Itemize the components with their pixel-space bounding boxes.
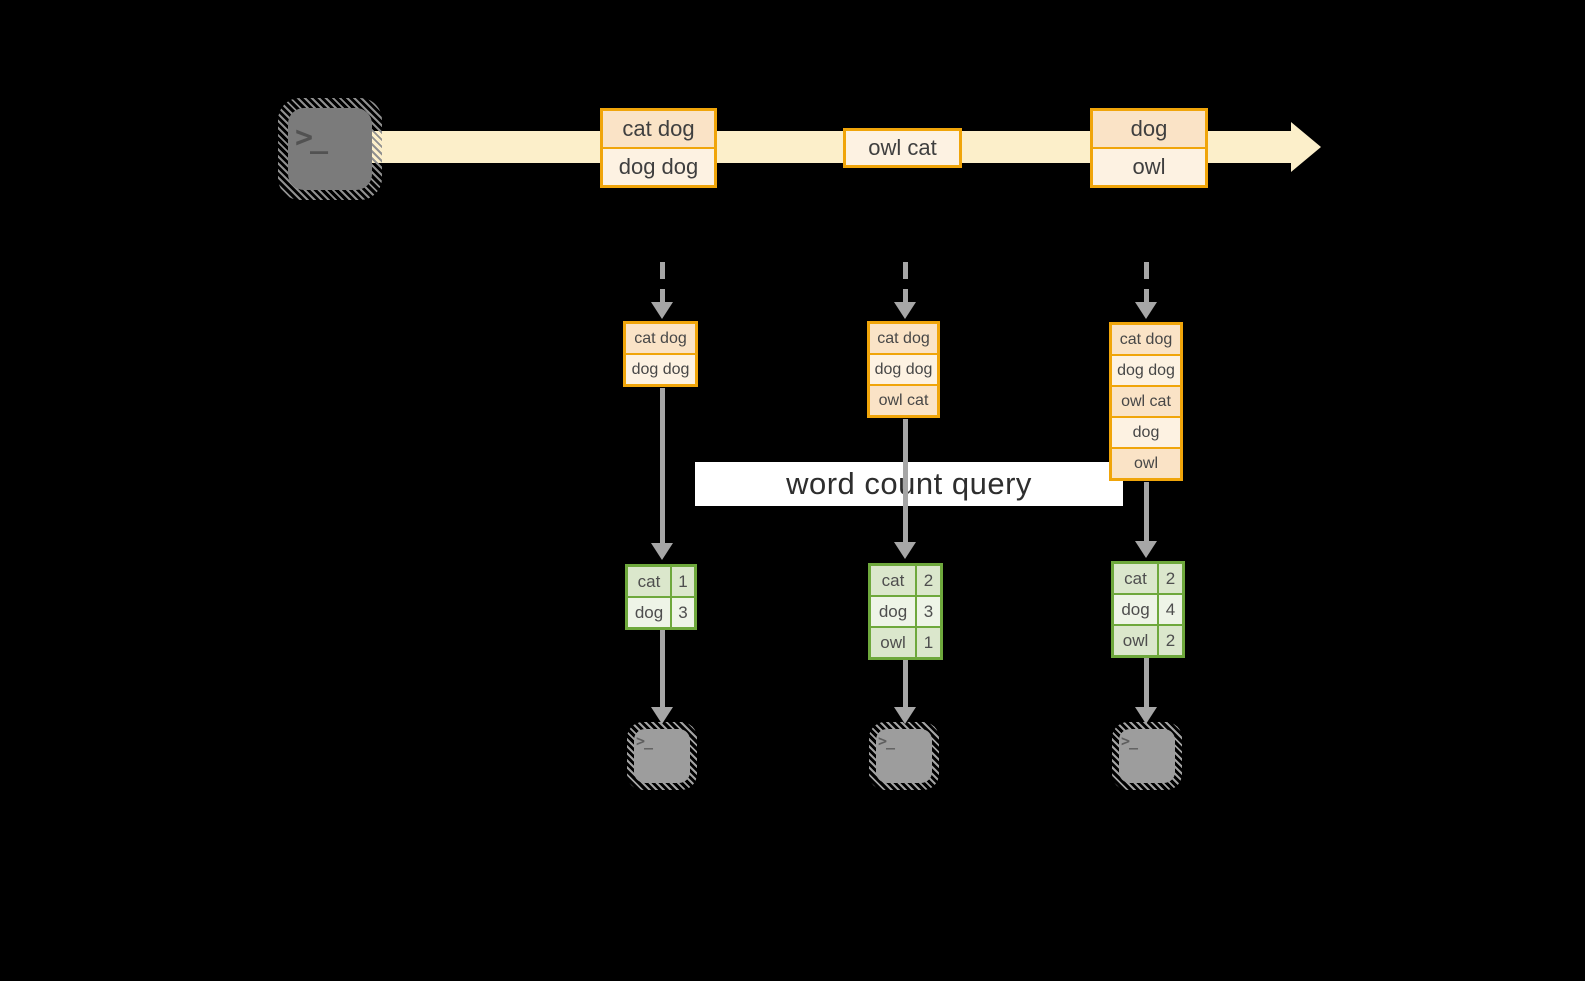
count-cell: 4 xyxy=(1159,595,1182,624)
state-row: dog dog xyxy=(1112,356,1180,385)
dashed-arrow-1 xyxy=(660,262,665,302)
count-cell: 1 xyxy=(672,567,694,596)
flow-arrowhead-6 xyxy=(1135,707,1157,724)
count-row: dog 4 xyxy=(1114,595,1182,624)
state-row: dog xyxy=(1112,418,1180,447)
dashed-arrowhead-3 xyxy=(1135,302,1157,319)
count-row: cat 1 xyxy=(628,567,694,596)
source-terminal-icon: >_ xyxy=(278,98,382,200)
count-row: dog 3 xyxy=(628,598,694,627)
output-terminal-icon-1: >_ xyxy=(627,722,697,790)
batch-row: owl cat xyxy=(846,131,959,165)
flow-arrowhead-1 xyxy=(651,543,673,560)
batch-row: dog dog xyxy=(603,149,714,185)
word-cell: dog xyxy=(1114,595,1157,624)
terminal-prompt-glyph: >_ xyxy=(878,732,895,750)
count-table-2: cat 2 dog 3 owl 1 xyxy=(868,563,943,660)
count-cell: 2 xyxy=(917,566,940,595)
terminal-body xyxy=(876,729,932,783)
flow-arrowhead-5 xyxy=(894,707,916,724)
word-cell: cat xyxy=(628,567,670,596)
terminal-prompt-glyph: >_ xyxy=(295,120,328,155)
state-box-2: cat dog dog dog owl cat xyxy=(867,321,940,418)
flow-arrow-4 xyxy=(660,630,665,707)
state-box-3: cat dog dog dog owl cat dog owl xyxy=(1109,322,1183,481)
flow-arrowhead-2 xyxy=(894,542,916,559)
count-cell: 2 xyxy=(1159,564,1182,593)
stream-arrowhead xyxy=(1291,122,1321,172)
dashed-arrowhead-2 xyxy=(894,302,916,319)
stream-batch-2: owl cat xyxy=(843,128,962,168)
flow-arrow-1 xyxy=(660,388,665,543)
word-cell: dog xyxy=(871,597,915,626)
output-terminal-icon-2: >_ xyxy=(869,722,939,790)
terminal-prompt-glyph: >_ xyxy=(636,732,653,750)
state-row: dog dog xyxy=(626,355,695,384)
count-row: cat 2 xyxy=(1114,564,1182,593)
stream-batch-1: cat dog dog dog xyxy=(600,108,717,188)
state-row: cat dog xyxy=(626,324,695,353)
word-cell: cat xyxy=(1114,564,1157,593)
dashed-arrow-2 xyxy=(903,262,908,302)
batch-row: dog xyxy=(1093,111,1205,147)
count-cell: 2 xyxy=(1159,626,1182,655)
state-row: cat dog xyxy=(1112,325,1180,354)
flow-arrow-5 xyxy=(903,659,908,707)
state-row: cat dog xyxy=(870,324,937,353)
state-row: dog dog xyxy=(870,355,937,384)
flow-arrow-3 xyxy=(1144,482,1149,541)
terminal-body xyxy=(634,729,690,783)
count-cell: 3 xyxy=(917,597,940,626)
stream-batch-3: dog owl xyxy=(1090,108,1208,188)
batch-row: cat dog xyxy=(603,111,714,147)
flow-arrow-6 xyxy=(1144,658,1149,707)
batch-row: owl xyxy=(1093,149,1205,185)
flow-arrowhead-4 xyxy=(651,707,673,724)
count-row: cat 2 xyxy=(871,566,940,595)
count-row: owl 2 xyxy=(1114,626,1182,655)
count-cell: 3 xyxy=(672,598,694,627)
query-label: word count query xyxy=(786,466,1032,501)
word-cell: owl xyxy=(871,628,915,657)
state-row: owl cat xyxy=(870,386,937,415)
count-table-3: cat 2 dog 4 owl 2 xyxy=(1111,561,1185,658)
dashed-arrow-3 xyxy=(1144,262,1149,302)
terminal-body xyxy=(1119,729,1175,783)
state-box-1: cat dog dog dog xyxy=(623,321,698,387)
count-row: owl 1 xyxy=(871,628,940,657)
word-cell: dog xyxy=(628,598,670,627)
count-row: dog 3 xyxy=(871,597,940,626)
word-cell: cat xyxy=(871,566,915,595)
count-table-1: cat 1 dog 3 xyxy=(625,564,697,630)
flow-arrowhead-3 xyxy=(1135,541,1157,558)
terminal-body xyxy=(288,108,372,190)
flow-arrow-2 xyxy=(903,419,908,542)
query-banner: word count query xyxy=(695,462,1123,506)
state-row: owl cat xyxy=(1112,387,1180,416)
state-row: owl xyxy=(1112,449,1180,478)
terminal-prompt-glyph: >_ xyxy=(1121,732,1138,750)
count-cell: 1 xyxy=(917,628,940,657)
output-terminal-icon-3: >_ xyxy=(1112,722,1182,790)
dashed-arrowhead-1 xyxy=(651,302,673,319)
word-cell: owl xyxy=(1114,626,1157,655)
